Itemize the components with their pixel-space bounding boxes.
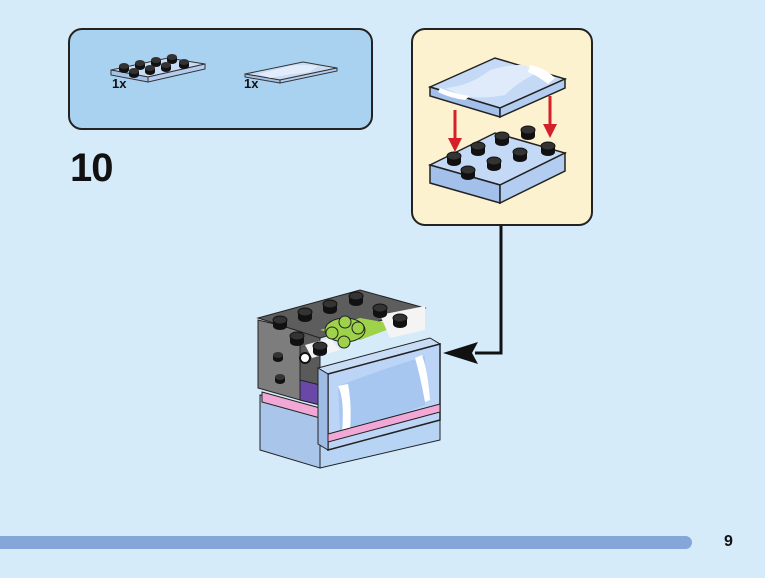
assembly-arrow-right-icon: [543, 96, 557, 138]
part-tile-printed-icon: [244, 61, 338, 84]
model-assembly-icon: [256, 289, 442, 469]
page-number: 9: [724, 533, 733, 550]
assembly-arrow-left-icon: [448, 110, 462, 152]
callout-plate-icon: [427, 125, 568, 205]
callout-connector-arrow-icon: [443, 226, 503, 364]
part-quantity-tile: 1x: [244, 76, 259, 91]
part-quantity-plate: 1x: [112, 76, 127, 91]
footer-progress-bar: [0, 536, 692, 549]
part-plate-2x4-icon: [110, 54, 206, 83]
step-number: 10: [70, 146, 113, 190]
callout-tile-icon: [427, 57, 568, 119]
parts-list-box: [68, 28, 373, 130]
